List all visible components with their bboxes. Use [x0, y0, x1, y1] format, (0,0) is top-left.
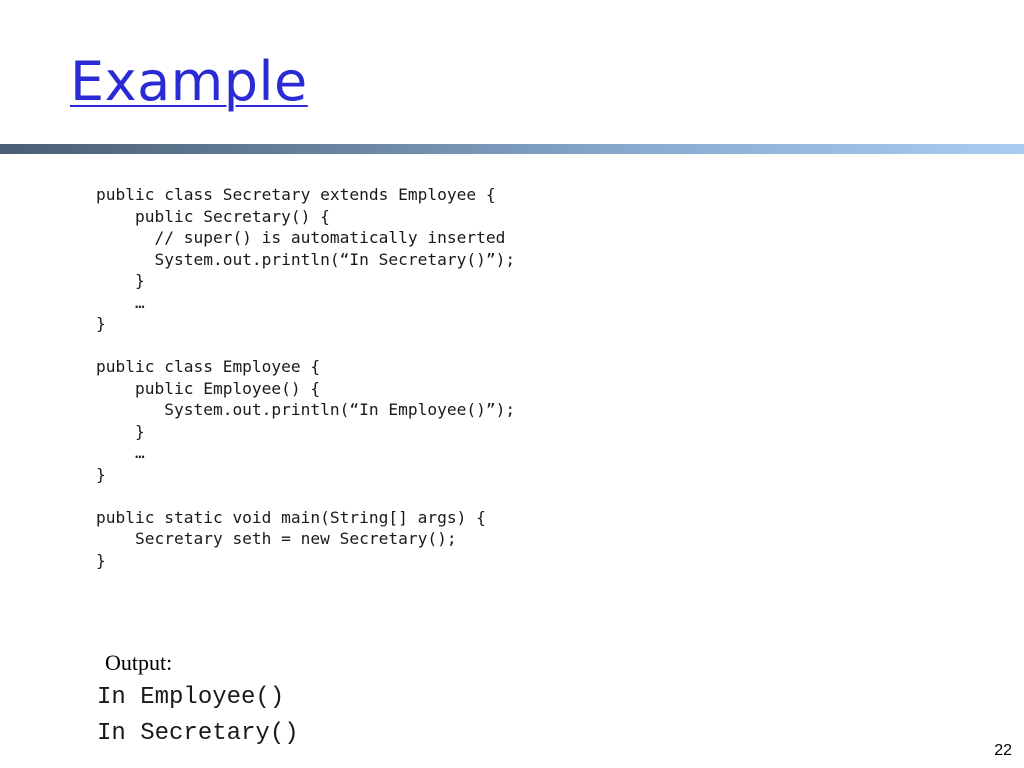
output-line: In Secretary()	[97, 720, 299, 747]
title-divider-bar	[0, 144, 1024, 154]
output-label: Output:	[105, 650, 173, 675]
output-text: In Employee() In Secretary()	[97, 680, 299, 752]
code-block: public class Secretary extends Employee …	[96, 185, 516, 570]
output-line: In Employee()	[97, 684, 285, 711]
slide-number: 22	[994, 742, 1012, 759]
slide-title: Example	[70, 50, 308, 113]
